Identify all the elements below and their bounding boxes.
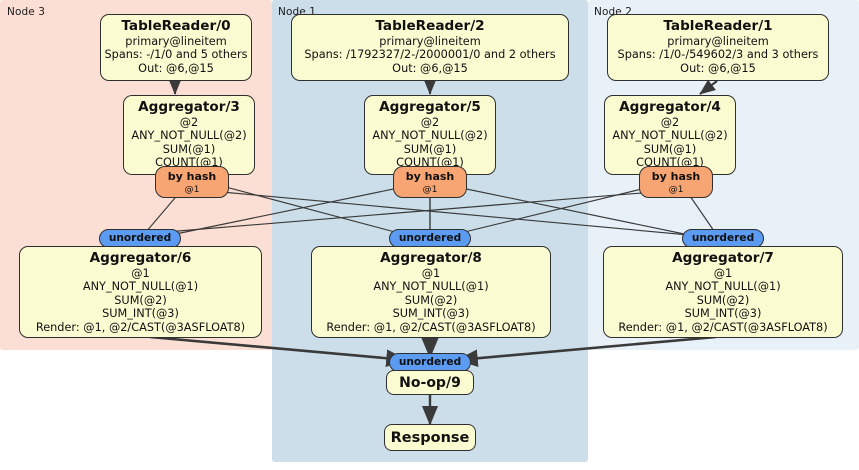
tablereader-2-line-3: Out: @6,@15	[392, 61, 468, 75]
aggregator-3-line-1: @2	[179, 116, 199, 129]
processor-aggregator-8[interactable]: Aggregator/8 @1 ANY_NOT_NULL(@1) SUM(@2)…	[311, 246, 551, 338]
aggregator-4-line-1: @2	[660, 116, 680, 129]
router-by-hash-left[interactable]: by hash @1	[155, 166, 229, 198]
tablereader-1-line-1: primary@lineitem	[667, 35, 769, 48]
aggregator-8-line-1: @1	[421, 267, 441, 280]
aggregator-4-title: Aggregator/4	[619, 99, 721, 115]
router-by-hash-right[interactable]: by hash @1	[639, 166, 713, 198]
router-by-hash-left-column: @1	[184, 183, 200, 195]
tablereader-2-line-2: Spans: /1792327/2-/2000001/0 and 2 other…	[304, 48, 556, 62]
aggregator-3-line-4: COUNT(@1)	[155, 156, 223, 170]
processor-tablereader-0[interactable]: TableReader/0 primary@lineitem Spans: -/…	[100, 14, 252, 81]
aggregator-8-line-5: Render: @1, @2/CAST(@3ASFLOAT8)	[326, 320, 536, 334]
aggregator-7-title: Aggregator/7	[672, 250, 774, 266]
processor-tablereader-2[interactable]: TableReader/2 primary@lineitem Spans: /1…	[291, 14, 569, 81]
router-by-hash-center[interactable]: by hash @1	[393, 166, 467, 198]
router-by-hash-right-column: @1	[668, 183, 684, 195]
stream-unordered-final[interactable]: unordered	[389, 353, 471, 372]
aggregator-3-line-2: ANY_NOT_NULL(@2)	[131, 129, 247, 143]
aggregator-8-line-2: ANY_NOT_NULL(@1)	[373, 280, 489, 294]
aggregator-6-line-4: SUM_INT(@3)	[102, 307, 179, 321]
aggregator-5-line-3: SUM(@1)	[403, 142, 457, 156]
tablereader-2-line-1: primary@lineitem	[379, 35, 481, 48]
processor-response[interactable]: Response	[384, 424, 476, 451]
aggregator-5-line-2: ANY_NOT_NULL(@2)	[372, 129, 488, 143]
tablereader-1-line-2: Spans: /1/0-/549602/3 and 3 others	[617, 48, 819, 62]
aggregator-4-line-3: SUM(@1)	[643, 142, 697, 156]
router-by-hash-center-type: by hash	[405, 170, 455, 183]
aggregator-6-line-1: @1	[131, 267, 150, 280]
aggregator-6-title: Aggregator/6	[89, 250, 192, 266]
aggregator-5-title: Aggregator/5	[379, 99, 481, 115]
node-label-node3: Node 3	[7, 6, 46, 18]
aggregator-5-line-1: @2	[420, 116, 440, 129]
processor-aggregator-5[interactable]: Aggregator/5 @2 ANY_NOT_NULL(@2) SUM(@1)…	[364, 95, 496, 175]
aggregator-6-line-2: ANY_NOT_NULL(@1)	[82, 280, 199, 294]
aggregator-3-line-3: SUM(@1)	[162, 142, 216, 156]
aggregator-7-line-2: ANY_NOT_NULL(@1)	[665, 280, 781, 294]
stream-unordered-center[interactable]: unordered	[389, 229, 471, 248]
tablereader-1-title: TableReader/1	[663, 18, 773, 34]
stream-unordered-left[interactable]: unordered	[99, 229, 181, 248]
tablereader-0-line-1: primary@lineitem	[125, 35, 227, 48]
aggregator-5-line-4: COUNT(@1)	[396, 156, 464, 170]
aggregator-8-line-3: SUM(@2)	[404, 293, 458, 307]
tablereader-0-line-3: Out: @6,@15	[138, 61, 214, 75]
aggregator-6-line-5: Render: @1, @2/CAST(@3ASFLOAT8)	[35, 320, 246, 334]
tablereader-2-title: TableReader/2	[375, 18, 485, 34]
router-by-hash-center-column: @1	[422, 183, 438, 195]
aggregator-6-line-3: SUM(@2)	[114, 293, 167, 307]
processor-aggregator-3[interactable]: Aggregator/3 @2 ANY_NOT_NULL(@2) SUM(@1)…	[123, 95, 255, 175]
router-by-hash-right-type: by hash	[651, 170, 701, 183]
aggregator-7-line-3: SUM(@2)	[696, 293, 750, 307]
aggregator-3-title: Aggregator/3	[138, 99, 240, 115]
processor-aggregator-6[interactable]: Aggregator/6 @1 ANY_NOT_NULL(@1) SUM(@2)…	[19, 246, 262, 338]
processor-tablereader-1[interactable]: TableReader/1 primary@lineitem Spans: /1…	[607, 14, 829, 81]
processor-aggregator-7[interactable]: Aggregator/7 @1 ANY_NOT_NULL(@1) SUM(@2)…	[603, 246, 843, 338]
aggregator-4-line-4: COUNT(@1)	[636, 156, 704, 170]
tablereader-1-line-3: Out: @6,@15	[680, 61, 756, 75]
router-by-hash-left-type: by hash	[167, 170, 217, 183]
aggregator-8-line-4: SUM_INT(@3)	[392, 307, 470, 321]
processor-noop-9[interactable]: No-op/9	[386, 370, 474, 395]
aggregator-8-title: Aggregator/8	[380, 250, 482, 266]
aggregator-4-line-2: ANY_NOT_NULL(@2)	[612, 129, 728, 143]
aggregator-7-line-1: @1	[713, 267, 733, 280]
tablereader-0-line-2: Spans: -/1/0 and 5 others	[104, 48, 248, 62]
aggregator-7-line-4: SUM_INT(@3)	[684, 307, 762, 321]
processor-aggregator-4[interactable]: Aggregator/4 @2 ANY_NOT_NULL(@2) SUM(@1)…	[604, 95, 736, 175]
tablereader-0-title: TableReader/0	[121, 18, 231, 34]
aggregator-7-line-5: Render: @1, @2/CAST(@3ASFLOAT8)	[618, 320, 828, 334]
